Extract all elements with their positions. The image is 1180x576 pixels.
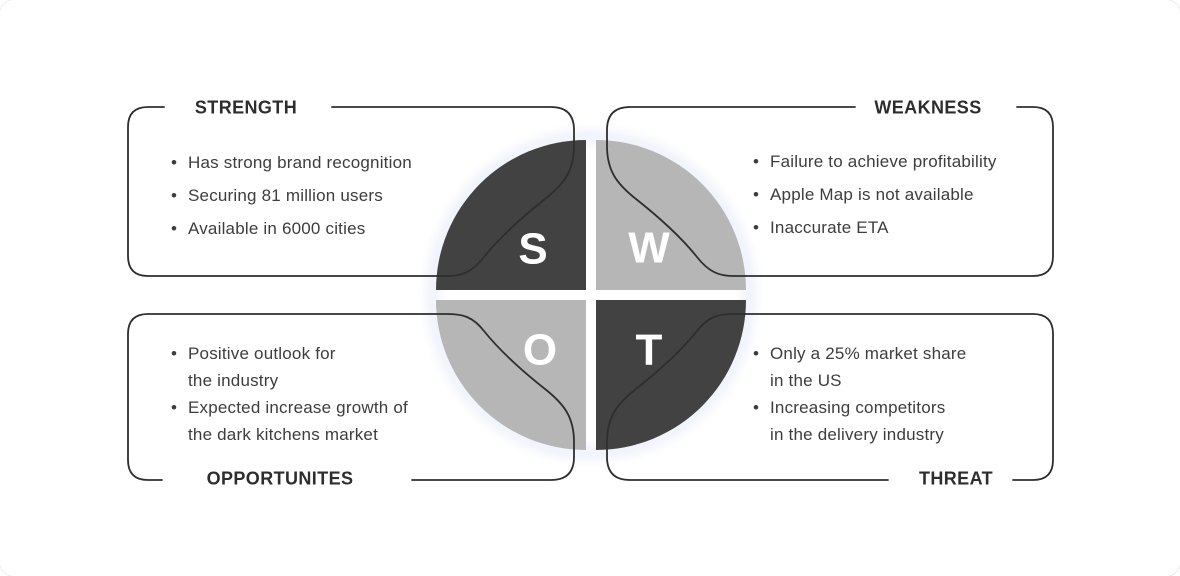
circle-glow — [426, 130, 756, 460]
strength-item: Has strong brand recognition — [170, 146, 500, 179]
strength-item: Available in 6000 cities — [170, 212, 500, 245]
threat-title: THREAT — [918, 468, 994, 489]
opportunities-item: Positive outlook for the industry — [170, 340, 500, 394]
opportunities-title: OPPORTUNITES — [206, 468, 354, 489]
quadrant-o-shape — [436, 300, 586, 450]
strength-item: Securing 81 million users — [170, 179, 500, 212]
weakness-list: Failure to achieve profitability Apple M… — [752, 145, 1082, 244]
strength-box-outline — [127, 106, 575, 277]
quadrant-s-shape — [436, 140, 586, 290]
letter-w: W — [628, 224, 670, 273]
letter-s: S — [518, 225, 547, 274]
threat-item: Increasing competitors in the delivery i… — [752, 394, 1082, 448]
quadrant-w-shape — [596, 140, 746, 290]
letter-t: T — [636, 326, 663, 375]
opportunities-box-outline — [127, 313, 575, 481]
weakness-item: Apple Map is not available — [752, 178, 1082, 211]
quadrant-t-shape — [596, 300, 746, 450]
opportunities-list: Positive outlook for the industry Expect… — [170, 340, 500, 448]
opportunities-item: Expected increase growth of the dark kit… — [170, 394, 500, 448]
strength-title: STRENGTH — [194, 97, 298, 118]
strength-list: Has strong brand recognition Securing 81… — [170, 146, 500, 245]
weakness-item: Inaccurate ETA — [752, 211, 1082, 244]
weakness-item: Failure to achieve profitability — [752, 145, 1082, 178]
threat-item: Only a 25% market share in the US — [752, 340, 1082, 394]
letter-o: O — [523, 326, 557, 375]
weakness-title: WEAKNESS — [874, 97, 982, 118]
threat-list: Only a 25% market share in the US Increa… — [752, 340, 1082, 448]
